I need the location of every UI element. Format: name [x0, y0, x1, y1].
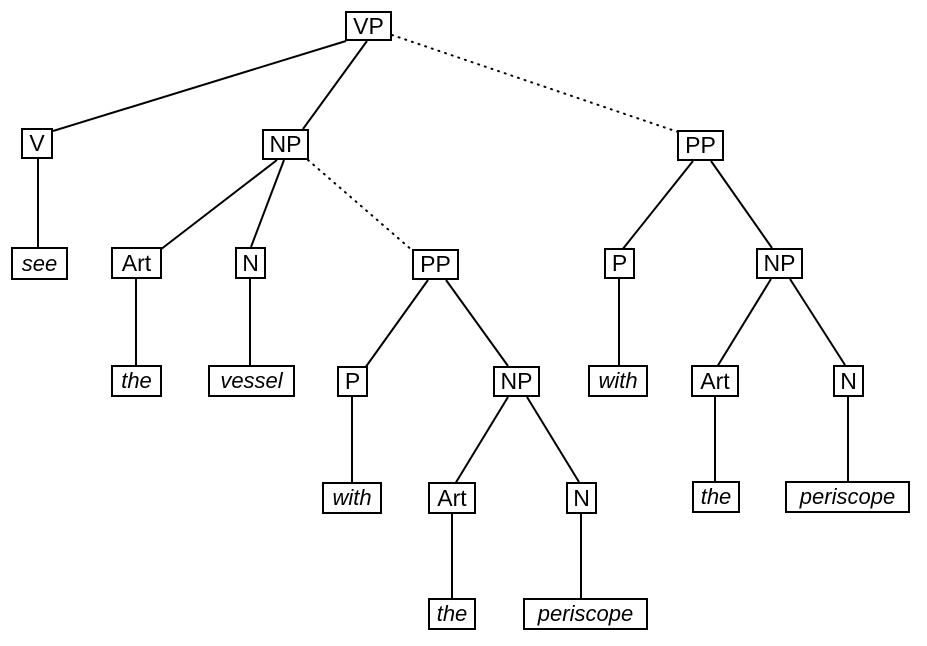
tree-node-label: P — [611, 250, 628, 276]
tree-node-np_right[interactable]: NP — [756, 248, 803, 279]
tree-node-label: periscope — [537, 601, 634, 626]
tree-node-label: with — [598, 368, 638, 393]
tree-node-label: NP — [269, 131, 302, 157]
tree-node-the_r[interactable]: the — [692, 481, 740, 513]
tree-node-label: vessel — [220, 368, 283, 393]
tree-edge-vp-to-pp_right — [391, 34, 679, 133]
tree-node-peri_r[interactable]: periscope — [785, 481, 910, 513]
tree-node-vessel[interactable]: vessel — [208, 365, 295, 397]
tree-node-np_mid[interactable]: NP — [493, 366, 540, 397]
tree-node-the_m[interactable]: the — [428, 598, 476, 630]
tree-edge-pp_mid-to-p_mid — [364, 279, 429, 369]
tree-node-label: VP — [353, 12, 384, 39]
tree-edge-vp-to-np1 — [302, 40, 368, 130]
tree-node-n1[interactable]: N — [235, 247, 266, 279]
tree-node-label: with — [332, 485, 372, 510]
tree-edge-vp-to-v — [52, 40, 347, 132]
tree-node-label: PP — [685, 132, 716, 158]
tree-node-see[interactable]: see — [11, 247, 68, 280]
tree-edge-pp_right-to-np_right — [710, 160, 773, 249]
tree-edge-np1-to-art1 — [159, 159, 278, 251]
tree-node-label: see — [21, 250, 58, 276]
tree-node-label: the — [700, 484, 732, 509]
tree-edge-np1-to-pp_mid — [307, 159, 414, 252]
tree-node-pp_right[interactable]: PP — [677, 130, 724, 161]
tree-node-p_right[interactable]: P — [604, 248, 635, 279]
tree-edge-np_mid-to-art_m — [454, 396, 509, 485]
tree-node-label: N — [840, 367, 857, 394]
tree-node-art_m[interactable]: Art — [428, 482, 476, 514]
tree-edge-pp_right-to-p_right — [621, 160, 694, 251]
tree-node-p_mid[interactable]: P — [337, 366, 368, 397]
tree-node-peri_m[interactable]: periscope — [523, 598, 648, 630]
tree-node-art1[interactable]: Art — [111, 247, 162, 279]
tree-edge-np1-to-n1 — [250, 159, 285, 248]
tree-node-vp[interactable]: VP — [345, 11, 392, 41]
tree-node-label: the — [121, 368, 152, 393]
tree-node-label: NP — [500, 368, 533, 394]
tree-node-art_r[interactable]: Art — [691, 365, 739, 397]
tree-node-label: P — [344, 368, 361, 394]
tree-node-pp_mid[interactable]: PP — [412, 249, 459, 280]
tree-node-label: V — [29, 130, 45, 156]
tree-edge-pp_mid-to-np_mid — [445, 279, 509, 367]
tree-node-the1[interactable]: the — [111, 365, 162, 397]
tree-node-v[interactable]: V — [21, 128, 53, 159]
tree-node-label: Art — [437, 484, 467, 511]
tree-node-with_m[interactable]: with — [322, 482, 382, 514]
tree-node-n_r[interactable]: N — [833, 365, 864, 397]
tree-node-np1[interactable]: NP — [262, 129, 309, 160]
tree-edge-np_right-to-art_r — [716, 278, 772, 368]
tree-node-label: the — [436, 601, 468, 626]
tree-node-label: N — [242, 249, 259, 276]
tree-node-label: PP — [420, 251, 451, 277]
tree-node-label: Art — [700, 367, 730, 394]
tree-node-label: N — [573, 484, 590, 511]
tree-node-label: Art — [121, 249, 152, 276]
tree-node-label: periscope — [799, 484, 896, 509]
tree-edge-np_right-to-n_r — [789, 278, 846, 366]
tree-node-with_r[interactable]: with — [588, 365, 648, 397]
tree-node-n_m[interactable]: N — [566, 482, 597, 514]
tree-node-label: NP — [763, 250, 796, 276]
tree-edge-np_mid-to-n_m — [526, 396, 580, 483]
